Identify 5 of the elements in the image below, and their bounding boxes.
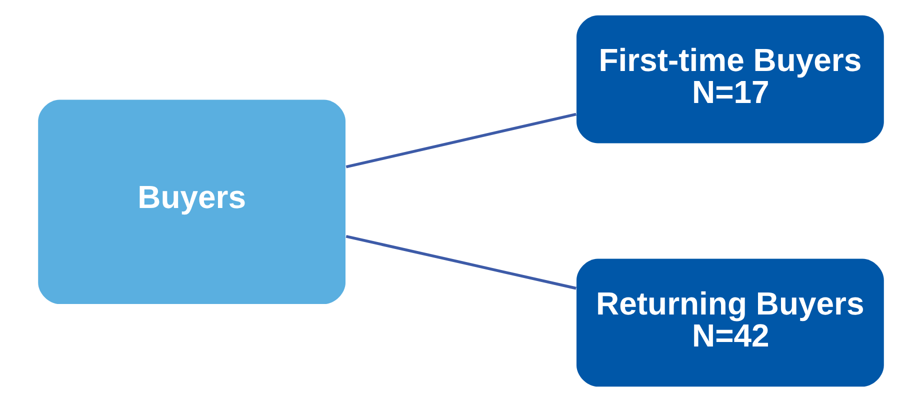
connector bbox=[346, 112, 576, 168]
node-box: Buyers bbox=[38, 100, 346, 304]
node-box: First-time Buyers N=17 bbox=[576, 15, 884, 144]
connector bbox=[346, 234, 576, 290]
node-box: Returning Buyers N=42 bbox=[576, 258, 884, 387]
